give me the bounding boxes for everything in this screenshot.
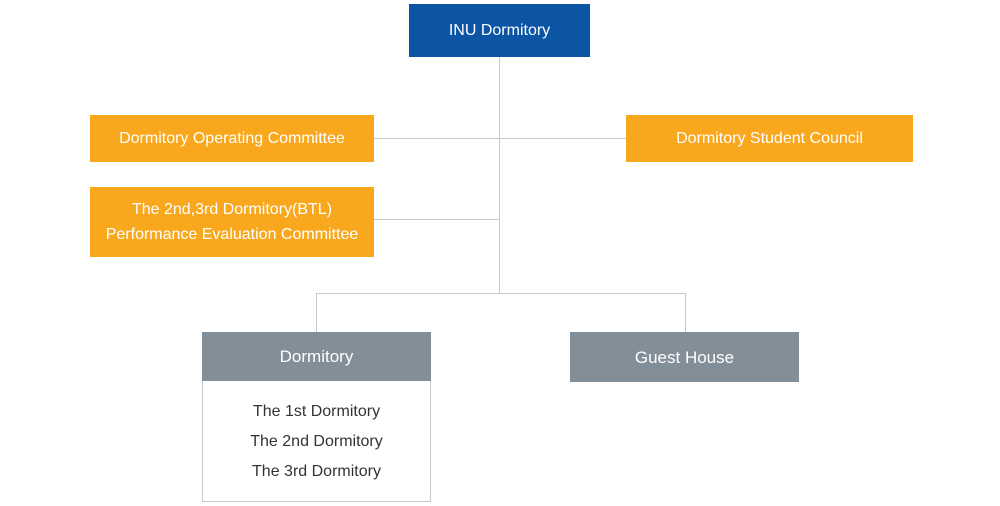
node-dormitory: Dormitory	[202, 332, 431, 381]
dormitory-children-list: The 1st Dormitory The 2nd Dormitory The …	[202, 381, 431, 502]
node-guest-house: Guest House	[570, 332, 799, 382]
node-btl-performance-evaluation-committee: The 2nd,3rd Dormitory(BTL) Performance E…	[90, 187, 374, 257]
connector-root-vertical	[499, 57, 500, 293]
connector-btl-horizontal	[374, 219, 499, 220]
connector-guesthouse-drop	[685, 293, 686, 332]
connector-dormitory-drop	[316, 293, 317, 332]
connector-level1-horizontal	[374, 138, 626, 139]
node-inu-dormitory: INU Dormitory	[409, 4, 590, 57]
node-dormitory-student-council: Dormitory Student Council	[626, 115, 913, 162]
node-dormitory-operating-committee: Dormitory Operating Committee	[90, 115, 374, 162]
list-item-1st-dormitory: The 1st Dormitory	[252, 402, 381, 420]
connector-bottom-horizontal	[316, 293, 685, 294]
list-item-3rd-dormitory: The 3rd Dormitory	[252, 462, 381, 480]
list-item-2nd-dormitory: The 2nd Dormitory	[250, 432, 383, 450]
